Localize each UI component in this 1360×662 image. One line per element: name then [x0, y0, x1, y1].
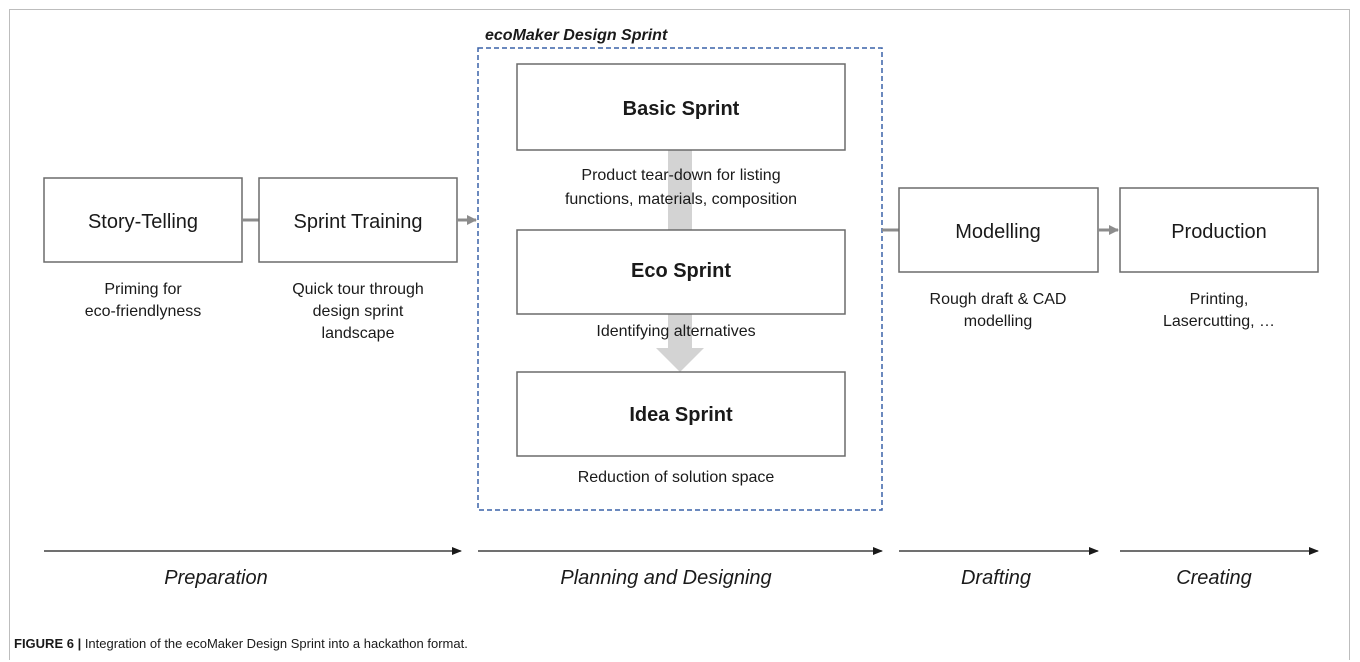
phase-label-creating: Creating	[1176, 567, 1252, 589]
story-telling-desc-line: eco-friendlyness	[85, 303, 202, 320]
modelling-box	[898, 187, 1099, 273]
modelling-step: Modelling Rough draft & CAD modelling	[898, 187, 1099, 330]
production-label: Production	[1171, 221, 1267, 243]
basic-sprint-desc-line: Product tear-down for listing	[581, 167, 780, 184]
idea-sprint-desc-line: Reduction of solution space	[578, 469, 775, 486]
sprint-training-desc-line: design sprint	[313, 303, 404, 320]
sprint-training-desc-line: landscape	[322, 325, 395, 342]
figure-caption: FIGURE 6 | Integration of the ecoMaker D…	[14, 636, 468, 651]
basic-sprint-label: Basic Sprint	[623, 98, 740, 120]
idea-sprint-box	[516, 371, 846, 457]
figure-number: FIGURE 6 |	[14, 636, 82, 651]
idea-sprint-label: Idea Sprint	[629, 404, 733, 426]
eco-sprint-desc-line: Identifying alternatives	[596, 323, 755, 340]
sprint-training-desc-line: Quick tour through	[292, 281, 424, 298]
production-desc-line: Printing,	[1190, 291, 1249, 308]
modelling-label: Modelling	[955, 221, 1041, 243]
caption-text: Integration of the ecoMaker Design Sprin…	[81, 636, 468, 651]
basic-sprint-step: Basic Sprint Product tear-down for listi…	[516, 63, 846, 208]
production-desc-line: Lasercutting, …	[1163, 313, 1275, 330]
modelling-desc-line: Rough draft & CAD	[930, 291, 1067, 308]
phase-label-planning: Planning and Designing	[560, 567, 771, 589]
story-telling-desc-line: Priming for	[104, 281, 182, 298]
phase-label-drafting: Drafting	[961, 567, 1031, 589]
story-telling-step: Story-Telling Priming for eco-friendlyne…	[43, 177, 243, 320]
sprint-group-title: ecoMaker Design Sprint	[485, 27, 668, 44]
idea-sprint-step: Idea Sprint Reduction of solution space	[516, 371, 846, 486]
figure-frame	[9, 9, 1350, 660]
production-box	[1119, 187, 1319, 273]
eco-sprint-box	[516, 229, 846, 315]
sprint-training-box	[258, 177, 458, 263]
sprint-training-step: Sprint Training Quick tour through desig…	[258, 177, 458, 342]
basic-sprint-desc-line: functions, materials, composition	[565, 191, 797, 208]
basic-sprint-box	[516, 63, 846, 151]
story-telling-box	[43, 177, 243, 263]
modelling-desc-line: modelling	[964, 313, 1032, 330]
story-telling-label: Story-Telling	[88, 211, 198, 233]
eco-sprint-label: Eco Sprint	[631, 260, 731, 282]
production-step: Production Printing, Lasercutting, …	[1119, 187, 1319, 330]
sprint-training-label: Sprint Training	[294, 211, 423, 233]
phase-label-preparation: Preparation	[164, 567, 267, 589]
eco-sprint-step: Eco Sprint Identifying alternatives	[516, 229, 846, 340]
sprint-group-border	[477, 47, 883, 511]
